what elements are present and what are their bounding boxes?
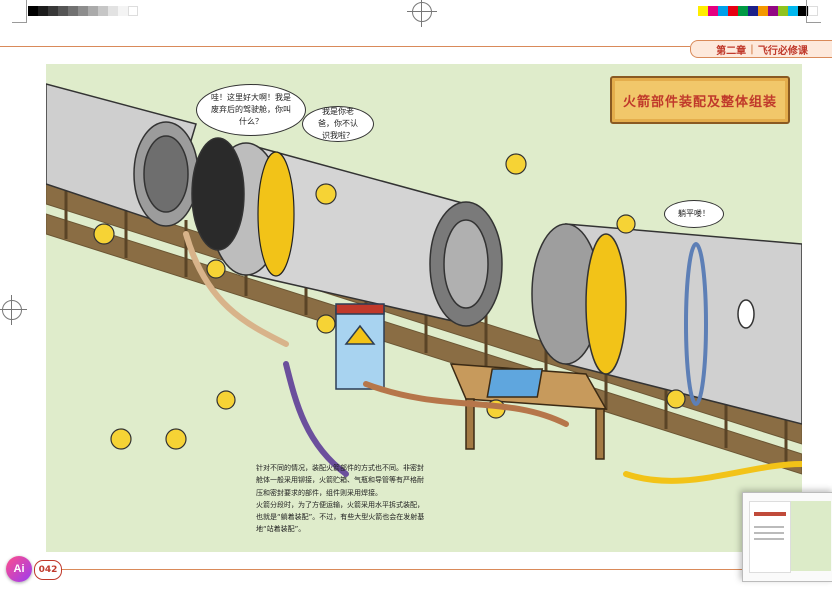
rocket-assembly-illustration: 火箭部件装配及整体组装 哇！这里好大啊！我是废弃后的驾驶舱，你叫什么？ 我是你老… [46,64,802,552]
work-table [449,363,608,460]
control-cabinet [335,303,385,390]
thumbnail-art-page [791,501,831,571]
speech-bubble-cockpit: 哇！这里好大啊！我是废弃后的驾驶舱，你叫什么？ [196,84,306,136]
rocket-segment-nose [46,83,199,227]
course-label: 飞行必修课 [757,45,808,57]
ai-assistant-icon[interactable]: Ai [6,556,32,582]
illustration-title-plaque: 火箭部件装配及整体组装 [610,76,790,124]
chapter-tab: 第二章 | 飞行必修课 [690,40,832,58]
body-paragraph: 针对不同的情况，装配火箭部件的方式也不同。非密封舱体一般采用铆接，火箭贮箱、气瓶… [256,464,424,497]
rocket-assembly-artwork [46,83,802,484]
speech-bubble-dad: 我是你老爸，你不认识我啦？ [302,106,374,142]
footer-rule [60,569,800,570]
duck-workers [93,153,686,450]
crop-mark [12,0,27,23]
chapter-label: 第二章 [716,45,747,57]
illustration-title: 火箭部件装配及整体组装 [622,94,777,110]
hazard-stripe-ring [257,151,295,277]
rocket-segment-tail [531,223,802,425]
page-preview-thumbnail[interactable] [742,492,832,582]
print-grayscale-bar [28,6,138,16]
registration-mark-left [0,295,27,325]
speech-bubble-lying-flat: 躺平喽！ [664,200,724,228]
hoses [183,231,802,484]
registration-mark-top [407,0,437,27]
header-rule [0,46,690,47]
crop-mark [806,0,821,23]
rocket-segment-middle [191,137,503,327]
print-color-bar [698,6,818,16]
thumbnail-text-page [749,501,791,573]
page-number: 042 [34,560,62,580]
body-text: 针对不同的情况，装配火箭部件的方式也不同。非密封舱体一般采用铆接，火箭贮箱、气瓶… [256,462,426,536]
body-paragraph: 火箭分段时，为了方便运输，火箭采用水平拆式装配，也就是“躺着装配”。不过，有些大… [256,500,425,534]
